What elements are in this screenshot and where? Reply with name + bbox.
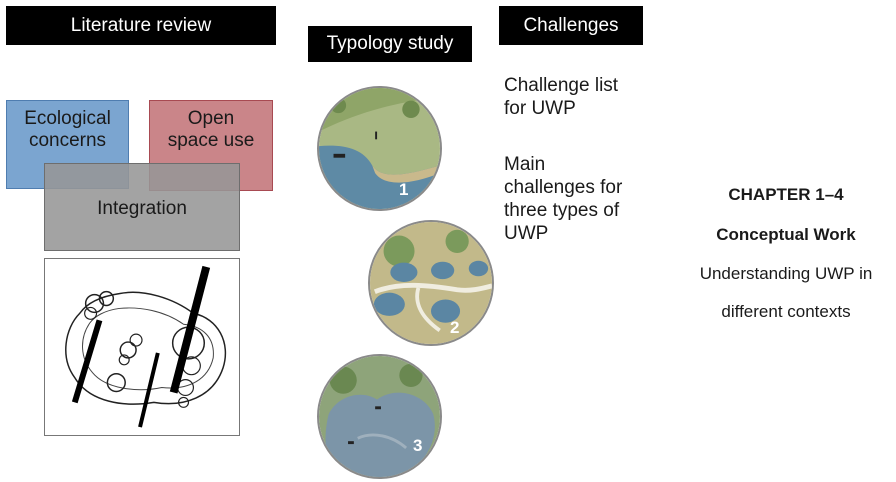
chapter-description-line-1: Understanding UWP in bbox=[699, 264, 873, 283]
header-typology-study: Typology study bbox=[308, 26, 472, 62]
circle-number-2: 2 bbox=[450, 318, 460, 337]
circle-number-3: 3 bbox=[413, 436, 423, 455]
header-challenges: Challenges bbox=[499, 6, 643, 45]
open-space-label-2: space use bbox=[167, 130, 255, 151]
open-space-label-1: Open bbox=[187, 108, 235, 129]
integration-box: Integration bbox=[44, 163, 240, 251]
header-literature-review: Literature review bbox=[6, 6, 276, 45]
main-challenges-line-2: challenges for bbox=[504, 177, 623, 198]
typology-circle-2: 2 bbox=[368, 220, 494, 346]
integration-label: Integration bbox=[97, 198, 187, 219]
challenge-list-line-2: for UWP bbox=[504, 98, 576, 119]
ecological-label-1: Ecological bbox=[24, 108, 111, 129]
challenge-list-line-1: Challenge list bbox=[504, 75, 619, 96]
main-challenges-line-1: Main bbox=[504, 154, 546, 175]
wetland-illustration bbox=[319, 356, 440, 477]
circle-number-1: 1 bbox=[399, 180, 409, 199]
main-challenges-line-3: three types of bbox=[504, 200, 620, 221]
chapter-description-line-2: different contexts bbox=[721, 302, 851, 321]
literature-sketch bbox=[44, 258, 240, 436]
challenge-list-text: Challenge list for UWP bbox=[504, 74, 618, 120]
typology-circle-1: 1 bbox=[317, 86, 442, 211]
typology-circle-3: 3 bbox=[317, 354, 442, 479]
main-challenges-line-4: UWP bbox=[504, 223, 549, 244]
ecological-label-2: concerns bbox=[28, 130, 107, 151]
sketch-drawing bbox=[65, 265, 227, 428]
chapter-title: CHAPTER 1–4 bbox=[728, 185, 844, 204]
riverbank-illustration bbox=[319, 88, 440, 209]
pond-park-illustration bbox=[370, 222, 492, 344]
main-challenges-text: Main challenges for three types of UWP bbox=[504, 153, 622, 245]
chapter-subtitle: Conceptual Work bbox=[716, 225, 856, 244]
